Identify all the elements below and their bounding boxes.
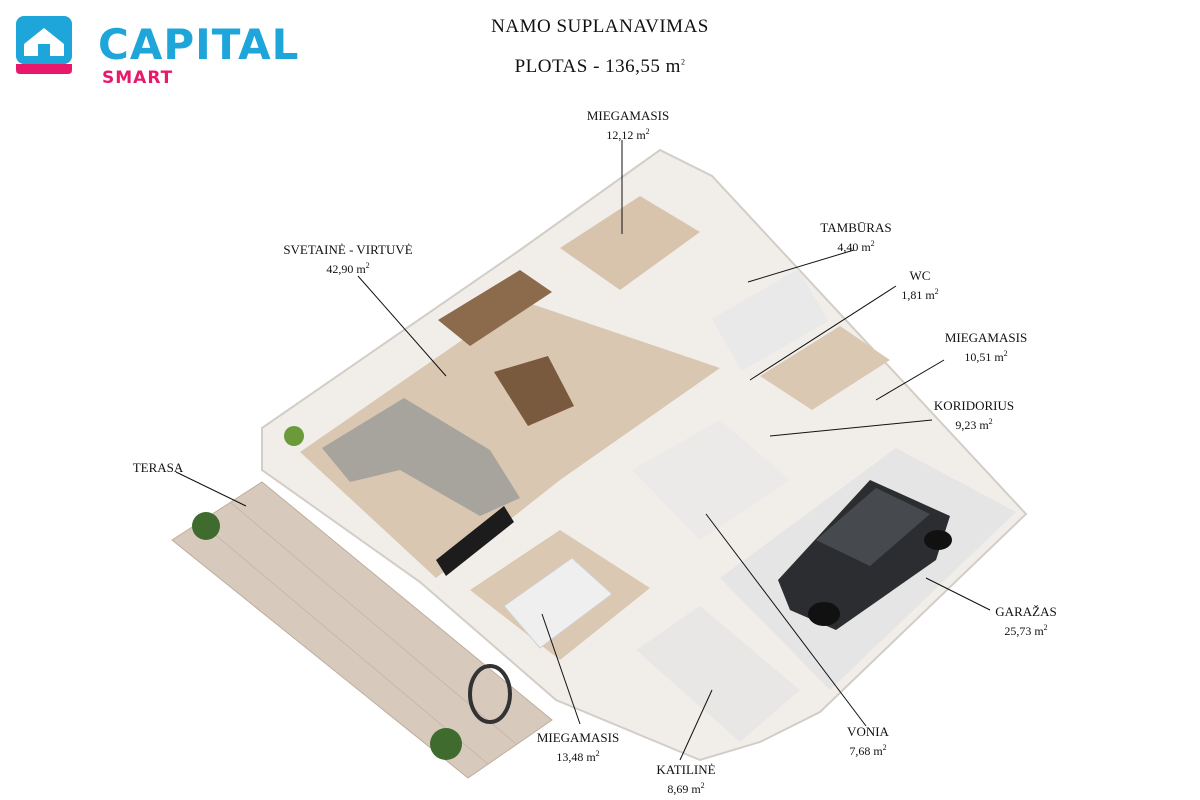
- room-area: 4,40 m2: [820, 236, 891, 255]
- room-label-boiler-room: KATILINĖ 8,69 m2: [656, 762, 715, 797]
- room-area-value: 25,73 m: [1004, 624, 1044, 638]
- wardrobe: [711, 269, 829, 371]
- room-area-value: 42,90 m: [326, 262, 366, 276]
- room-label-bedroom-right: MIEGAMASIS 10,51 m2: [945, 330, 1027, 365]
- room-name: MIEGAMASIS: [536, 730, 620, 745]
- leader-lines: [175, 140, 991, 761]
- room-label-garage: GARAŽAS 25,73 m2: [995, 604, 1056, 639]
- bedroom-right-floor: [760, 326, 890, 410]
- room-area-unit: 2: [645, 127, 650, 136]
- room-area: 9,23 m2: [934, 414, 1014, 433]
- room-area-value: 13,48 m: [556, 750, 596, 764]
- room-area: 12,12 m2: [587, 124, 669, 143]
- room-label-bathroom: VONIA 7,68 m2: [847, 724, 889, 759]
- room-area-unit: 2: [595, 749, 600, 758]
- brand-sub: SMART: [102, 68, 174, 88]
- total-area-label: PLOTAS - 136,55 m: [514, 56, 681, 77]
- room-label-vestibule: TAMBŪRAS 4,40 m2: [820, 220, 891, 255]
- room-label-terrace: TERASA: [133, 460, 184, 476]
- room-label-bedroom-bottom: MIEGAMASIS 13,48 m2: [537, 730, 619, 765]
- tv: [436, 506, 514, 576]
- room-area: 10,51 m2: [945, 346, 1027, 365]
- room-area: 42,90 m2: [283, 258, 412, 277]
- plant: [192, 512, 220, 540]
- room-area-value: 9,23 m: [955, 418, 989, 432]
- room-area-unit: 2: [882, 743, 887, 752]
- room-name: GARAŽAS: [995, 604, 1057, 619]
- room-name: KATILINĖ: [656, 762, 716, 777]
- room-name: MIEGAMASIS: [944, 330, 1028, 345]
- room-label-bedroom-top: MIEGAMASIS 12,12 m2: [587, 108, 669, 143]
- room-name: MIEGAMASIS: [586, 108, 670, 123]
- room-area-value: 4,40 m: [837, 240, 871, 254]
- plant: [430, 728, 462, 760]
- room-area-unit: 2: [1003, 349, 1008, 358]
- room-label-wc: WC 1,81 m2: [901, 268, 938, 303]
- brand-logo: CAPITAL SMART: [14, 14, 298, 87]
- room-area: 8,69 m2: [656, 778, 715, 797]
- boiler-room-floor: [636, 606, 800, 742]
- room-area-unit: 2: [988, 417, 993, 426]
- sofa: [322, 398, 520, 516]
- room-area-value: 10,51 m: [964, 350, 1004, 364]
- bathroom-floor: [632, 420, 790, 540]
- room-name: TAMBŪRAS: [820, 220, 892, 235]
- dining-table: [494, 356, 574, 426]
- room-area-value: 8,69 m: [667, 782, 701, 796]
- total-area-unit: 2: [680, 57, 686, 67]
- kitchen-counter: [438, 270, 552, 346]
- house-icon: [16, 16, 72, 74]
- plant: [284, 426, 304, 446]
- room-name: SVETAINĖ - VIRTUVĖ: [283, 242, 413, 257]
- room-label-living-kitchen: SVETAINĖ - VIRTUVĖ 42,90 m2: [283, 242, 412, 277]
- car: [778, 480, 952, 630]
- living-room-floor: [300, 300, 720, 578]
- room-name: WC: [909, 268, 931, 283]
- room-area-unit: 2: [365, 261, 370, 270]
- room-area-unit: 2: [1043, 623, 1048, 632]
- terrace-deck: [171, 481, 553, 779]
- room-area: 1,81 m2: [901, 284, 938, 303]
- room-area-unit: 2: [700, 781, 705, 790]
- room-name: TERASA: [132, 460, 184, 475]
- page-title: NAMO SUPLANAVIMAS: [491, 16, 709, 37]
- room-name: VONIA: [847, 724, 889, 739]
- room-area-value: 7,68 m: [849, 744, 883, 758]
- room-area: 7,68 m2: [847, 740, 889, 759]
- room-name: KORIDORIUS: [933, 398, 1015, 413]
- swing-chair: [468, 664, 512, 724]
- room-area-value: 12,12 m: [606, 128, 646, 142]
- brand-name: CAPITAL: [98, 20, 300, 69]
- bed-bottom: [503, 557, 613, 649]
- room-area-unit: 2: [934, 287, 939, 296]
- bedroom-top-floor: [560, 196, 700, 290]
- room-area-unit: 2: [870, 239, 875, 248]
- total-area: PLOTAS - 136,55 m2: [0, 56, 1200, 78]
- room-area: 13,48 m2: [537, 746, 619, 765]
- room-area-value: 1,81 m: [901, 288, 935, 302]
- room-area: 25,73 m2: [995, 620, 1056, 639]
- room-label-corridor: KORIDORIUS 9,23 m2: [934, 398, 1014, 433]
